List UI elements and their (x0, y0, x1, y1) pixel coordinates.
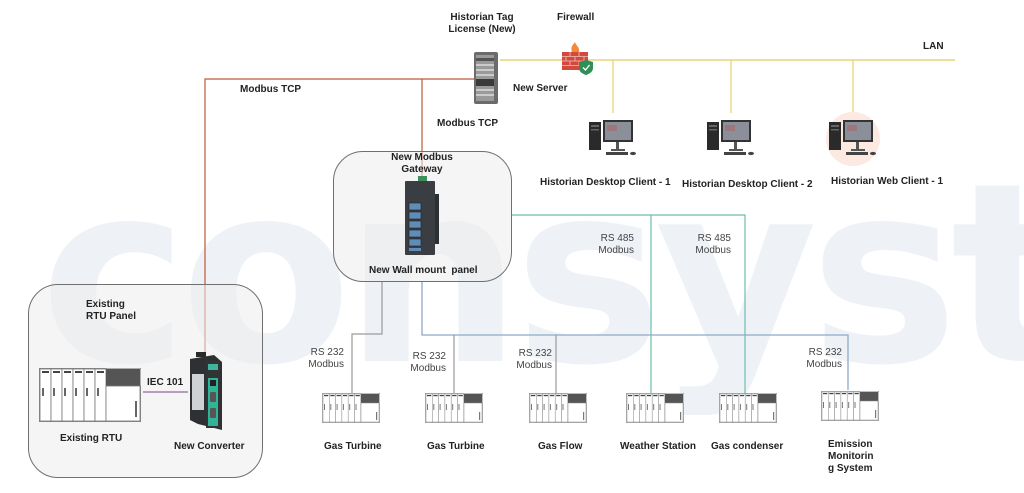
device-label-emission-line2: Monitorin (828, 451, 874, 462)
rtu-panel-title-line2: RTU Panel (86, 311, 137, 322)
server-icon (474, 52, 498, 109)
rs485-label-1-line1: RS 485 (600, 233, 634, 244)
rtu-panel-title-line1: Existing (86, 299, 125, 310)
rs485-label-2-line2: Modbus (695, 245, 731, 256)
existing-rtu-icon (38, 367, 142, 427)
device-label-gas-condenser: Gas condenser (711, 441, 784, 452)
rs485-label-1: RS 485 Modbus (590, 233, 634, 257)
gateway-panel-footer: New Wall mount panel (369, 265, 478, 276)
rs232-label-1-line1: RS 232 (310, 347, 344, 358)
plc-rack-icon (321, 392, 381, 428)
rs232-label-1-line2: Modbus (308, 359, 344, 370)
plc-rack-icon (820, 390, 880, 426)
client-label-2: Historian Desktop Client - 2 (682, 179, 813, 190)
modbus-tcp-label-right: Modbus TCP (437, 118, 499, 129)
device-label-gas-turbine-2: Gas Turbine (427, 441, 485, 452)
plc-rack-icon (528, 392, 588, 428)
gateway-title: New Modbus Gateway (380, 152, 464, 176)
rtu-panel-title: Existing RTU Panel (86, 299, 136, 323)
rs232-bus (421, 282, 849, 390)
rs232-label-4-line1: RS 232 (808, 347, 842, 358)
plc-rack-icon (424, 392, 484, 428)
device-label-emission-line1: Emission (828, 439, 873, 450)
firewall-label: Firewall (557, 12, 595, 23)
modbus-tcp-line-converter (204, 78, 475, 355)
rs232-label-3-line2: Modbus (516, 360, 552, 371)
rs232-label-4-line2: Modbus (806, 359, 842, 370)
rs232-label-1: RS 232 Modbus (300, 347, 344, 371)
rs232-label-3-line1: RS 232 (518, 348, 552, 359)
device-label-gas-flow: Gas Flow (538, 441, 583, 452)
device-label-weather-station: Weather Station (620, 441, 696, 452)
existing-rtu-label: Existing RTU (60, 433, 123, 444)
gateway-title-line2: Gateway (401, 164, 443, 175)
rs232-line-gt1 (351, 282, 383, 393)
lan-label: LAN (923, 41, 944, 52)
desktop-computer-icon (829, 120, 881, 163)
device-label-gas-turbine-1: Gas Turbine (324, 441, 382, 452)
plc-rack-icon (625, 392, 685, 428)
device-label-emission-monitoring: Emission Monitorin g System (828, 439, 874, 475)
client-label-1: Historian Desktop Client - 1 (540, 177, 671, 188)
historian-tag-license-line2: License (New) (448, 24, 516, 35)
modbus-gateway-device-icon (403, 176, 443, 261)
gateway-title-line1: New Modbus (391, 152, 453, 163)
rs485-label-1-line2: Modbus (598, 245, 634, 256)
rs232-label-2-line2: Modbus (410, 363, 446, 374)
client-label-3: Historian Web Client - 1 (831, 176, 944, 187)
new-converter-label: New Converter (174, 441, 245, 452)
iec101-label: IEC 101 (147, 377, 184, 388)
device-label-emission-line3: g System (828, 463, 873, 474)
plc-rack-icon (718, 392, 778, 428)
rs232-label-4: RS 232 Modbus (798, 347, 842, 371)
historian-tag-license-label: Historian Tag License (New) (440, 12, 524, 36)
rs232-label-2-line1: RS 232 (412, 351, 446, 362)
new-converter-device-icon (188, 352, 228, 437)
new-server-label: New Server (513, 83, 568, 94)
rs232-label-3: RS 232 Modbus (508, 348, 552, 372)
desktop-computer-icon (707, 120, 759, 163)
rs485-label-2: RS 485 Modbus (687, 233, 731, 257)
rs232-label-2: RS 232 Modbus (402, 351, 446, 375)
firewall-icon (560, 42, 596, 81)
modbus-tcp-label-left: Modbus TCP (240, 84, 302, 95)
rs485-label-2-line1: RS 485 (697, 233, 731, 244)
historian-tag-license-line1: Historian Tag (450, 12, 514, 23)
desktop-computer-icon (589, 120, 641, 163)
rs485-line (511, 214, 746, 393)
